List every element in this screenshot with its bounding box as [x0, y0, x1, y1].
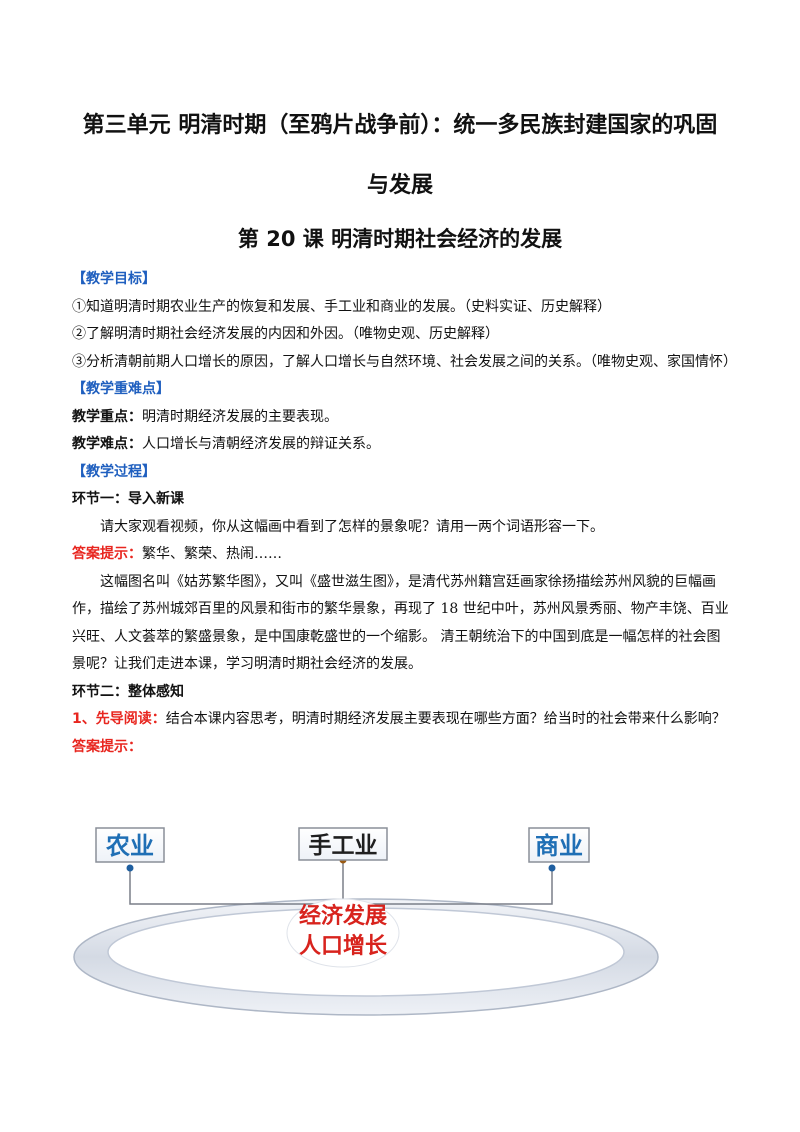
box-handicraft-label: 手工业: [309, 832, 378, 859]
process-heading: 【教学过程】: [72, 463, 156, 480]
step1-title: 环节一：导入新课: [72, 491, 184, 507]
step2-item-text: 结合本课内容思考，明清时期经济发展主要表现在哪些方面？给当时的社会带来什么影响？: [165, 711, 726, 727]
difficulty-text: 人口增长与清朝经济发展的辩证关系。: [142, 436, 380, 452]
difficulty-label: 教学难点：: [72, 436, 142, 452]
document-body: 【教学目标】 ①知道明清时期农业生产的恢复和发展、手工业和商业的发展。（史料实证…: [72, 266, 737, 761]
focus-text: 明清时期经济发展的主要表现。: [142, 408, 338, 425]
difficulty-row: 教学难点：人口增长与清朝经济发展的辩证关系。: [72, 431, 730, 459]
objective-item-1: ①知道明清时期农业生产的恢复和发展、手工业和商业的发展。（史料实证、历史解释）: [72, 298, 611, 315]
box-agriculture-label: 农业: [105, 831, 154, 860]
key-points-heading: 【教学重难点】: [72, 381, 170, 397]
box-agriculture: [95, 827, 165, 863]
lesson-title: 第 20 课 明清时期社会经济的发展: [237, 227, 563, 251]
step2-title: 环节二：整体感知: [72, 683, 184, 700]
center-label-population: 人口增长: [299, 933, 388, 959]
unit-title-line2: 与发展: [366, 173, 433, 198]
objective-item-3: ③分析清朝前期人口增长的原因，了解人口增长与自然环境、社会发展之间的关系。（唯物…: [72, 353, 737, 370]
step1-answer: 繁华、繁荣、热闹……: [142, 546, 282, 562]
box-handicraft: [298, 827, 388, 861]
answer-label: 答案提示：: [72, 546, 142, 562]
step2-item-row: 1、先导阅读：结合本课内容思考，明清时期经济发展主要表现在哪些方面？给当时的社会…: [72, 706, 730, 734]
step1-question: 请大家观看视频，你从这幅画中看到了怎样的景象呢？请用一两个词语形容一下。: [100, 518, 604, 535]
focus-label: 教学重点：: [72, 408, 142, 425]
unit-title: 第三单元 明清时期（至鸦片战争前）：统一多民族封建国家的巩固 与发展: [60, 96, 740, 216]
box-commerce-label: 商业: [535, 831, 583, 860]
objectives-heading: 【教学目标】: [72, 271, 156, 287]
box-commerce: [528, 827, 590, 863]
step2-answer-label: 答案提示：: [72, 738, 142, 755]
objective-item-2: ②了解明清时期社会经济发展的内因和外因。（唯物史观、历史解释）: [72, 326, 499, 342]
step2-item-label: 1、先导阅读：: [72, 711, 166, 727]
economy-diagram: 农业 手工业 商业 经济发展 人口增长: [73, 827, 659, 1016]
step1-paragraph: 这幅图名叫《姑苏繁华图》，又叫《盛世滋生图》，是清代苏州籍宫廷画家徐扬描绘苏州风…: [72, 573, 729, 673]
dot-right: [548, 864, 556, 872]
center-medallion: [286, 898, 400, 968]
focus-row: 教学重点：明清时期经济发展的主要表现。: [72, 404, 730, 432]
dot-left: [126, 864, 134, 872]
step1-answer-row: 答案提示：繁华、繁荣、热闹……: [72, 541, 730, 569]
unit-title-line1: 第三单元 明清时期（至鸦片战争前）：统一多民族封建国家的巩固: [82, 113, 718, 138]
center-label-economy: 经济发展: [299, 903, 387, 929]
